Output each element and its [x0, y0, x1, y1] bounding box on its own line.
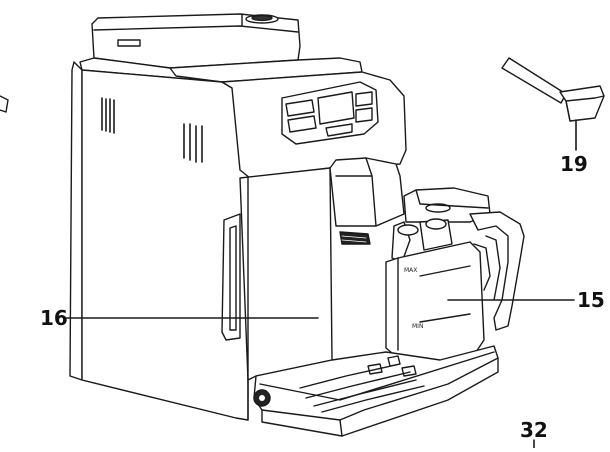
machine-body	[69, 13, 407, 421]
drip-tray	[253, 345, 499, 437]
carafe-max-mark: MAX	[404, 267, 417, 274]
coffee-dispenser	[329, 157, 405, 245]
callout-15: 15	[577, 288, 605, 312]
partial-object-left-edge	[0, 95, 9, 113]
milk-carafe	[385, 187, 525, 363]
callout-19: 19	[560, 152, 588, 176]
callout-16: 16	[40, 306, 68, 330]
callout-32: 32	[520, 418, 548, 442]
coffee-scoop	[501, 57, 605, 122]
carafe-min-mark: MIN	[412, 323, 423, 330]
